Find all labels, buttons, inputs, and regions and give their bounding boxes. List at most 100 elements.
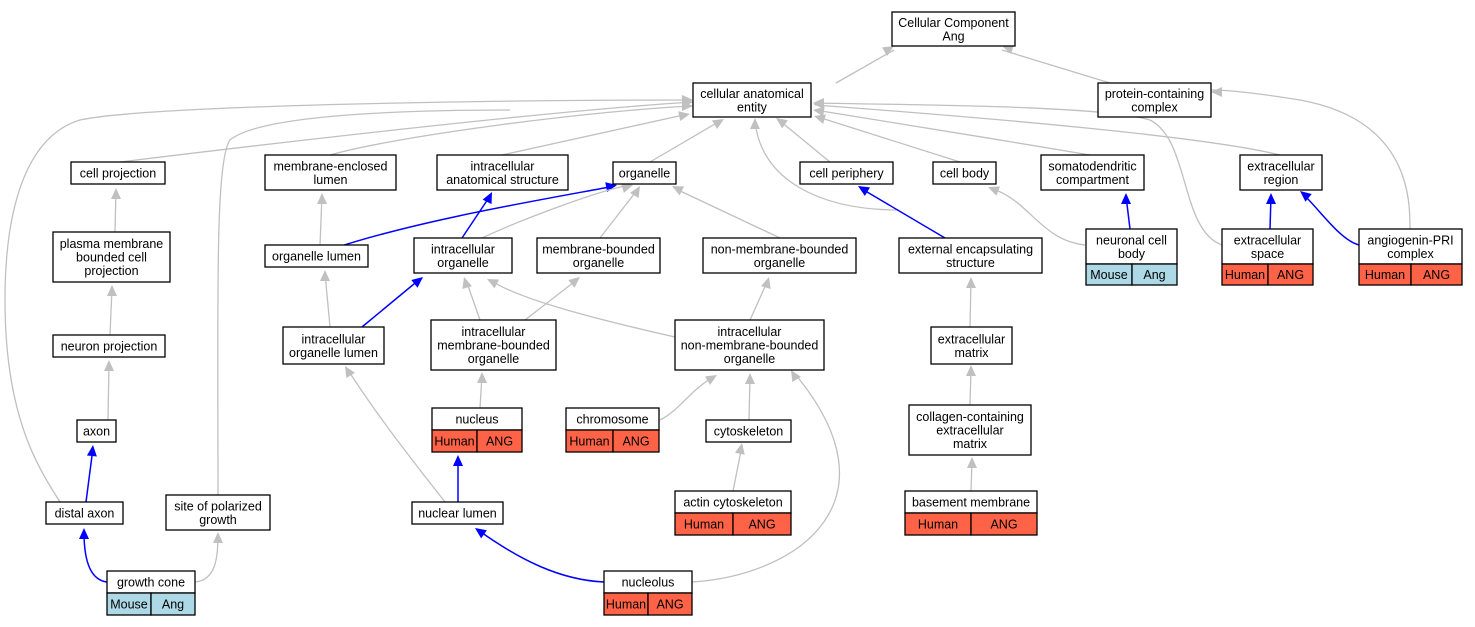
annotation-species: Human bbox=[1225, 268, 1265, 282]
node-box bbox=[413, 237, 513, 274]
node-organelle-lumen[interactable]: organelle lumen bbox=[264, 244, 369, 268]
node-label: structure bbox=[946, 256, 995, 270]
annotation-gene-cell bbox=[1267, 263, 1314, 286]
node-cell-projection[interactable]: cell projection bbox=[70, 161, 166, 185]
node-box bbox=[908, 404, 1032, 456]
node-box bbox=[76, 419, 117, 443]
node-label: chromosome bbox=[576, 413, 648, 427]
edge-line bbox=[817, 116, 961, 163]
edge-line bbox=[477, 529, 605, 583]
edge-arrowhead bbox=[1002, 44, 1014, 54]
annotation-gene-cell bbox=[1410, 263, 1463, 286]
node-label: non-membrane-bounded bbox=[681, 339, 819, 353]
annotation-gene: ANG bbox=[990, 518, 1017, 532]
node-distal-axon[interactable]: distal axon bbox=[45, 501, 124, 525]
edge-arrowhead bbox=[462, 277, 472, 289]
edge-line bbox=[989, 187, 1086, 246]
node-label: non-membrane-bounded bbox=[711, 242, 849, 256]
node-label: collagen-containing bbox=[916, 410, 1024, 424]
annotation-gene-cell bbox=[647, 592, 693, 616]
edge-line bbox=[814, 104, 1281, 156]
node-box bbox=[799, 161, 894, 185]
edge-arrowhead bbox=[487, 279, 500, 289]
node-label: cell periphery bbox=[809, 167, 884, 181]
node-intracellular-non-membrane-bounded-organelle[interactable]: intracellularnon-membrane-boundedorganel… bbox=[674, 319, 825, 371]
node-box bbox=[705, 419, 792, 443]
edge-line bbox=[83, 531, 108, 583]
node-box bbox=[702, 237, 857, 274]
edge-arrowhead bbox=[682, 95, 693, 105]
node-label: distal axon bbox=[55, 507, 115, 521]
node-label: projection bbox=[84, 264, 138, 278]
node-label: growth bbox=[199, 513, 237, 527]
edge-line bbox=[861, 188, 946, 239]
node-box bbox=[430, 319, 557, 371]
node-label: nucleolus bbox=[622, 576, 675, 590]
node-axon[interactable]: axon bbox=[76, 419, 117, 443]
node-organelle[interactable]: organelle bbox=[612, 161, 677, 185]
node-label: complex bbox=[1387, 247, 1434, 261]
edge-line bbox=[329, 105, 694, 156]
edge-arrowhead bbox=[750, 118, 760, 129]
edge-line bbox=[1210, 89, 1411, 230]
node-label: basement membrane bbox=[912, 496, 1030, 510]
node-nuclear-lumen[interactable]: nuclear lumen bbox=[411, 501, 504, 525]
node-box bbox=[612, 161, 677, 185]
node-label: intracellular bbox=[462, 325, 526, 339]
annotation-gene: ANG bbox=[748, 518, 775, 532]
edge-arrowhead bbox=[1211, 87, 1222, 97]
edge-arrowhead bbox=[482, 192, 492, 205]
node-cell-periphery[interactable]: cell periphery bbox=[799, 161, 894, 185]
edge-line bbox=[85, 447, 94, 503]
node-label: nucleus bbox=[455, 413, 498, 427]
edge-line bbox=[347, 369, 446, 503]
node-label: nuclear lumen bbox=[418, 507, 497, 521]
node-label: organelle bbox=[573, 256, 624, 270]
node-label: organelle bbox=[724, 352, 775, 366]
node-label: region bbox=[1264, 173, 1299, 187]
edge-arrowhead bbox=[678, 111, 690, 122]
node-box bbox=[1097, 82, 1212, 118]
node-label: Cellular Component bbox=[898, 16, 1009, 30]
edge-arrowhead bbox=[1121, 193, 1131, 204]
node-label: somatodendritic bbox=[1048, 159, 1136, 173]
node-box bbox=[45, 501, 124, 525]
node-cell-body[interactable]: cell body bbox=[932, 161, 997, 185]
node-neuron-projection[interactable]: neuron projection bbox=[52, 334, 166, 358]
node-label: organelle bbox=[619, 167, 670, 181]
edge-line bbox=[675, 188, 781, 239]
annotation-species: Mouse bbox=[110, 598, 148, 612]
node-label: extracellular bbox=[938, 332, 1005, 346]
node-cytoskeleton[interactable]: cytoskeleton bbox=[705, 419, 792, 443]
node-label: membrane-enclosed bbox=[274, 159, 388, 173]
node-label: organelle bbox=[754, 256, 805, 270]
